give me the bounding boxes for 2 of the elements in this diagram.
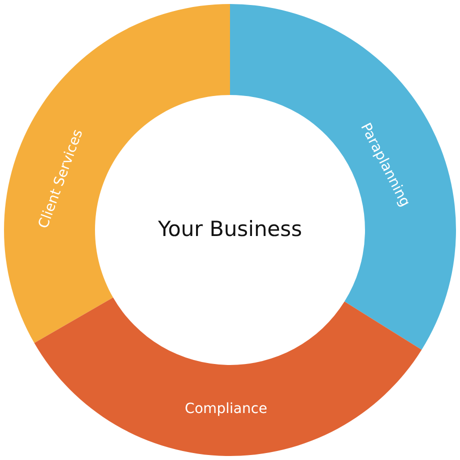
segment-label: Compliance: [184, 400, 268, 418]
center-label: Your Business: [158, 216, 302, 242]
